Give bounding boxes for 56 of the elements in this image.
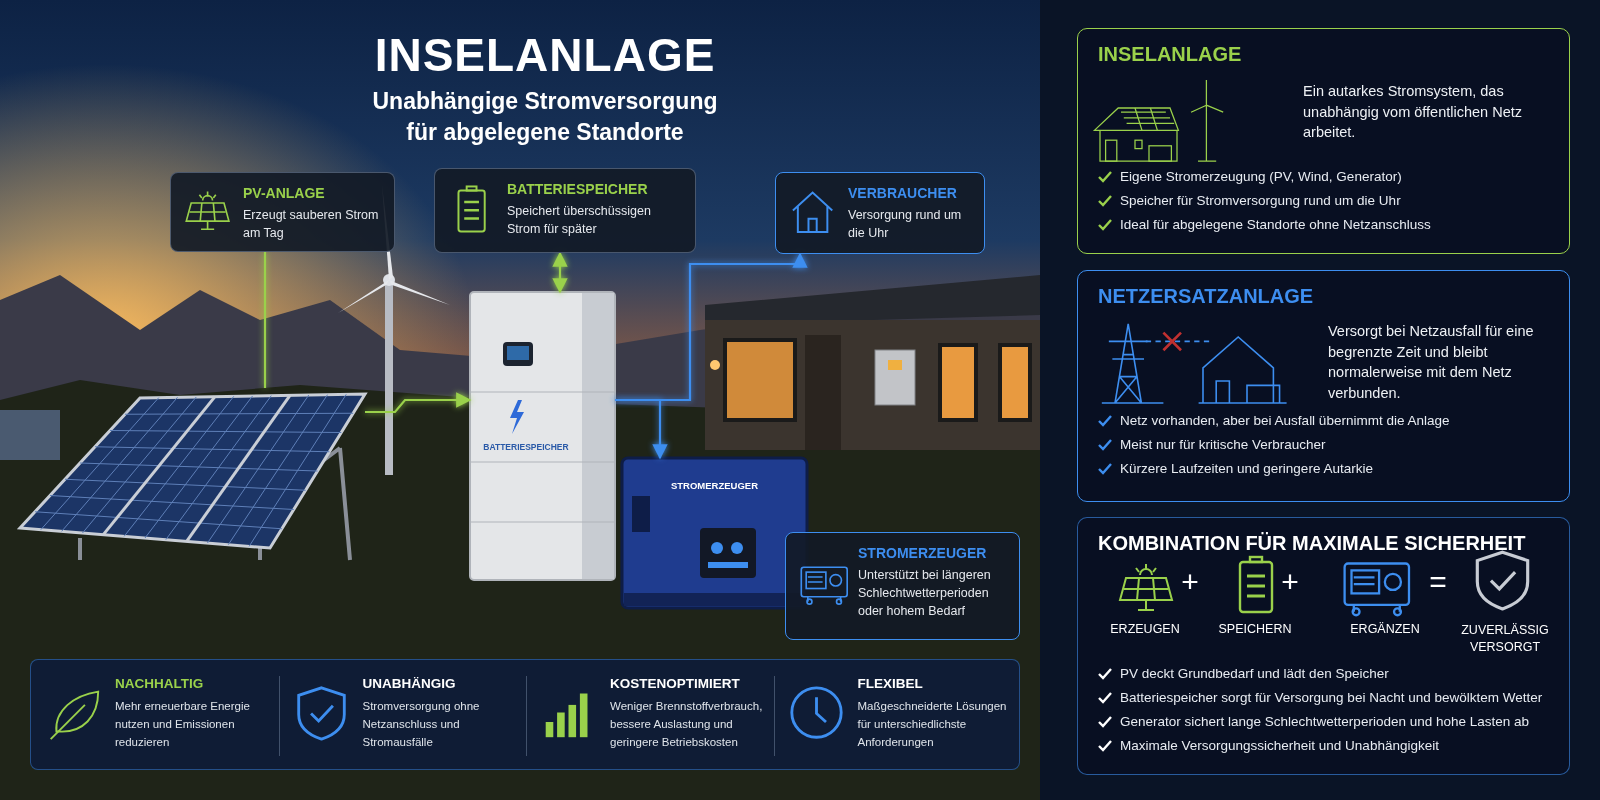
feature-heading: KOSTENOPTIMIERT [610, 676, 741, 691]
icon-caption: SPEICHERN [1217, 622, 1293, 636]
connector-line [263, 252, 267, 388]
feature-text: Weniger Brennstoffverbrauch, bessere Auslastung und geringere Betriebskosten [610, 699, 764, 750]
callout-box [785, 532, 1020, 640]
panel-heading: NETZERSATZANLAGE [1098, 285, 1315, 308]
list-item-text: Netz vorhanden, aber bei Ausfall übernimmt die Anlage [1120, 413, 1450, 428]
callout-text: Speichert überschüssigen Strom für später [507, 203, 652, 239]
plus-sign: + [1180, 565, 1200, 599]
list-item-text: Generator sichert lange Schlechtwetterperioden und hohe Lasten ab [1120, 714, 1530, 729]
list-item-text: PV deckt Grundbedarf und lädt den Speicher [1120, 666, 1389, 681]
arrow [365, 392, 472, 414]
list-item-text: Kürzere Laufzeiten und geringere Autarkie [1120, 461, 1373, 476]
subtitle: Unabhängige Stromversorgung für abgelegene Standorte [371, 87, 719, 148]
panel-heading: KOMBINATION FÜR MAXIMALE SICHERHEIT [1098, 532, 1527, 555]
callout-heading: BATTERIESPEICHER [507, 181, 649, 197]
callout-text: Versorgung rund um die Uhr [848, 207, 963, 243]
feature-heading: FLEXIBEL [857, 676, 924, 691]
icon-caption: ERGÄNZEN [1349, 622, 1421, 636]
icon-caption: ERZEUGEN [1109, 622, 1181, 636]
plus-sign: + [1280, 565, 1300, 599]
info-panel [1077, 517, 1570, 775]
callout-box [434, 168, 696, 253]
list-item-text: Eigene Stromerzeugung (PV, Wind, Generator) [1120, 169, 1402, 184]
info-panel [1077, 270, 1570, 502]
printed-label: BATTERIESPEICHER [482, 442, 570, 452]
feature-text: Mehr erneuerbare Energie nutzen und Emissionen reduzieren [115, 699, 251, 750]
callout-heading: PV-ANLAGE [243, 185, 326, 201]
feature-heading: NACHHALTIG [115, 676, 205, 691]
equals-sign: = [1428, 565, 1448, 599]
panel-description: Ein autarkes Stromsystem, das unabhängig vom öffentlichen Netz arbeitet. [1303, 82, 1523, 143]
feature-band [30, 659, 1020, 770]
feature-text: Maßgeschneiderte Lösungen für unterschiedlichste Anforderungen [857, 699, 1008, 750]
callout-heading: STROMERZEUGER [858, 545, 988, 561]
generator-drawing [622, 458, 807, 608]
house-drawing [705, 275, 1040, 450]
panel-description: Versorgt bei Netzausfall für eine begrenzte Zeit und bleibt normalerweise mit dem Netz verbunden. [1328, 322, 1535, 403]
callout-heading: VERBRAUCHER [848, 185, 958, 201]
callout-text: Erzeugt sauberen Strom am Tag [243, 207, 380, 243]
title: INSELANLAGE [373, 28, 717, 82]
list-item-text: Batteriespeicher sorgt für Versorgung bei Nacht und bewölktem Wetter [1120, 690, 1543, 705]
printed-label: STROMERZEUGER [669, 480, 760, 491]
callout-text: Unterstützt bei längeren Schlechtwetterperioden oder hohem Bedarf [858, 567, 992, 621]
info-panel [1077, 28, 1570, 254]
list-item-text: Maximale Versorgungssicherheit und Unabhängigkeit [1120, 738, 1439, 753]
arrow [552, 251, 568, 294]
battery-cabinet-drawing [470, 292, 615, 580]
list-item-text: Ideal für abgelegene Standorte ohne Netzanschluss [1120, 217, 1431, 232]
feature-text: Stromversorgung ohne Netzanschluss und Stromausfälle [362, 699, 481, 750]
icon-caption: ZUVERLÄSSIG VERSORGT [1460, 622, 1550, 656]
list-item-text: Speicher für Stromversorgung rund um die Uhr [1120, 193, 1401, 208]
callout-box [775, 172, 985, 254]
panel-heading: INSELANLAGE [1098, 43, 1243, 66]
feature-heading: UNABHÄNGIG [362, 676, 457, 691]
callout-box [170, 172, 395, 252]
list-item-text: Meist nur für kritische Verbraucher [1120, 437, 1326, 452]
